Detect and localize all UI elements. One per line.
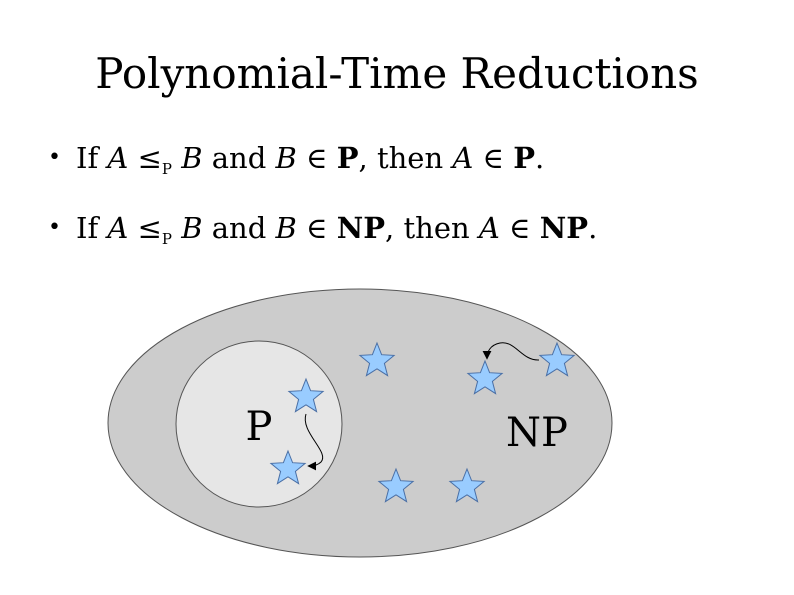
bullet-list: •If A ≤P B and B ∈ P, then A ∈ P. •If A … [44, 136, 597, 276]
bullet-then: , then [385, 211, 479, 245]
class-name: NP [539, 211, 589, 245]
bullet-p: •If A ≤P B and B ∈ P, then A ∈ P. [44, 136, 597, 191]
np-label: NP [506, 410, 568, 456]
bullet-period: . [588, 211, 598, 245]
reduction-arrow-in-p [304, 413, 324, 471]
class-name: P [513, 141, 536, 175]
reduction-arrow-in-np [482, 342, 540, 361]
reduces-subscript: P [161, 230, 172, 248]
element-of-symbol: ∈ [499, 211, 540, 245]
reduces-subscript: P [161, 160, 172, 178]
bullet-if: If [76, 211, 108, 245]
bullet-and: and [202, 141, 276, 175]
var-a: A [452, 141, 474, 175]
p-label: P [246, 404, 273, 450]
var-a: A [478, 211, 500, 245]
var-b: B [172, 141, 203, 175]
element-of-symbol: ∈ [296, 211, 337, 245]
bullet-np: •If A ≤P B and B ∈ NP, then A ∈ NP. [44, 206, 597, 261]
bullet-dot-icon: • [48, 145, 61, 170]
class-name: P [336, 141, 359, 175]
reduces-symbol: ≤ [128, 211, 162, 245]
var-b: B [172, 211, 203, 245]
bullet-and: and [202, 211, 276, 245]
slide-title: Polynomial-Time Reductions [95, 49, 699, 98]
reduces-symbol: ≤ [128, 141, 162, 175]
element-of-symbol: ∈ [473, 141, 514, 175]
var-b: B [275, 211, 297, 245]
class-name: NP [336, 211, 386, 245]
element-of-symbol: ∈ [296, 141, 337, 175]
bullet-dot-icon: • [48, 215, 61, 240]
bullet-then: , then [358, 141, 453, 175]
var-b: B [275, 141, 297, 175]
bullet-if: If [76, 141, 108, 175]
var-a: A [107, 141, 129, 175]
var-a: A [107, 211, 129, 245]
bullet-period: . [535, 141, 545, 175]
